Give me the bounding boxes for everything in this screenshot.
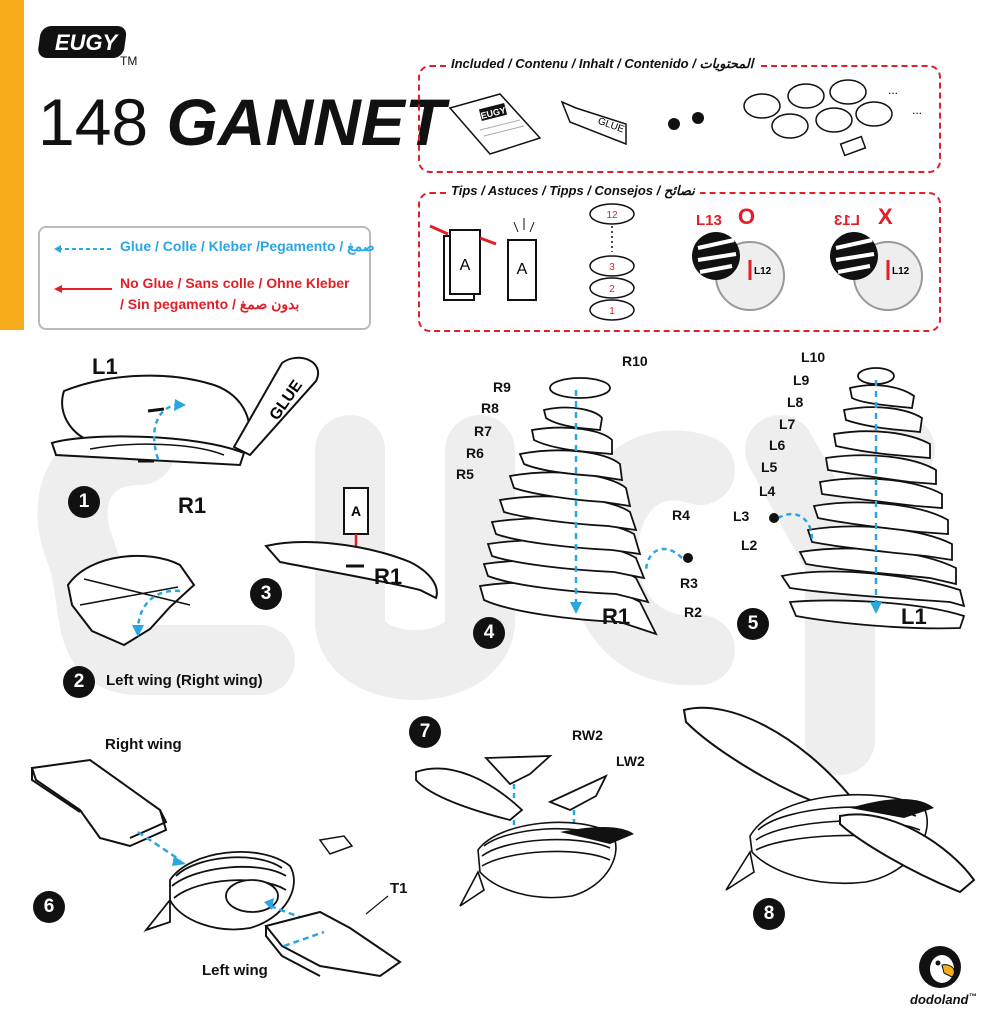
tip-l12-a: L12	[754, 266, 772, 277]
step4-label-r1: R1	[602, 604, 631, 629]
step6-badge: 6	[33, 891, 65, 923]
ellipsis-2: ...	[912, 103, 922, 117]
step4-label-r7: R7	[474, 423, 492, 439]
glue-arrow-icon	[54, 245, 112, 253]
step8-badge: 8	[753, 898, 785, 930]
step3-badge: 3	[250, 578, 282, 610]
stack-number-1: 1	[609, 306, 615, 317]
step5-label-l1: L1	[901, 604, 927, 629]
step4-label-r9: R9	[493, 379, 511, 395]
step2-caption: Left wing (Right wing)	[106, 672, 263, 689]
tip-card-letter-2: A	[517, 261, 528, 278]
step5-illustration	[769, 367, 966, 630]
step3-r1-label: R1	[374, 564, 403, 589]
eye-beads-icon	[668, 112, 704, 130]
correct-mark: O	[738, 204, 756, 229]
brand-name: dodoland™	[910, 992, 977, 1007]
no-glue-line-1: No Glue / Sans colle / Ohne Kleber	[120, 275, 350, 291]
no-glue-arrow-icon	[54, 285, 112, 293]
step4-label-r10: R10	[622, 353, 648, 369]
model-name: GANNET	[166, 85, 446, 159]
step1-illustration: GLUE	[50, 356, 319, 467]
included-label: Included / Contenu / Inhalt / Contenido …	[446, 56, 759, 72]
tips-illustrations: A A 12 3 2 1 L12 L12	[429, 203, 923, 321]
step5-label-l3: L3	[733, 508, 750, 524]
accent-bar	[0, 0, 24, 330]
model-number: 148	[38, 85, 149, 159]
parts-discs-icon	[743, 79, 893, 157]
step7-rw2-label: RW2	[572, 727, 603, 743]
correct-l13-label: L13	[696, 212, 722, 229]
stack-number-12: 12	[606, 210, 618, 221]
step5-label-l2: L2	[741, 537, 758, 553]
trademark-mark: TM	[120, 54, 138, 68]
tip-l12-b: L12	[892, 266, 910, 277]
step1-badge: 1	[68, 486, 100, 518]
press-card-tip: A	[429, 224, 497, 301]
step6-left-wing-label: Left wing	[202, 962, 268, 979]
glue-legend: Glue / Colle / Kleber /Pegamento / صمغ N…	[38, 226, 375, 330]
step4-label-r2: R2	[684, 604, 702, 620]
brand-text: dodoland	[910, 992, 969, 1007]
page-title: 148 GANNET	[38, 82, 445, 162]
step5-badge: 5	[737, 608, 769, 640]
step6-t1-label: T1	[390, 880, 408, 897]
step4-label-r8: R8	[481, 400, 499, 416]
stack-number-2: 2	[609, 284, 615, 295]
step4-label-r5: R5	[456, 466, 474, 482]
step5-label-l10: L10	[801, 349, 826, 365]
step5-label-l7: L7	[779, 416, 796, 432]
step1-l1-label: L1	[92, 354, 118, 379]
included-items: EUGY GLUE ... ...	[448, 79, 922, 157]
stack-order-tip: 12 3 2 1	[589, 203, 635, 321]
glue-bottle-icon: GLUE	[232, 356, 319, 457]
logo-text: EUGY	[55, 30, 120, 55]
step5-label-l8: L8	[787, 394, 804, 410]
step4-label-r4: R4	[672, 507, 690, 523]
step7-badge: 7	[409, 716, 441, 748]
wrong-orientation-tip: L12	[830, 232, 923, 311]
step4-badge: 4	[473, 617, 505, 649]
step4-illustration	[478, 377, 693, 636]
step6-right-wing-label: Right wing	[105, 736, 182, 753]
no-glue-legend-text: No Glue / Sans colle / Ohne Kleber / Sin…	[120, 273, 350, 315]
no-glue-line-2: / Sin pegamento / بدون صمغ	[120, 296, 300, 312]
step5-label-l5: L5	[761, 459, 778, 475]
step8-illustration	[682, 706, 976, 894]
step4-label-r3: R3	[680, 575, 698, 591]
step5-label-l6: L6	[769, 437, 786, 453]
glue-legend-text: Glue / Colle / Kleber /Pegamento / صمغ	[120, 238, 375, 254]
step7-illustration	[415, 755, 634, 907]
brand-tm: ™	[968, 992, 977, 1001]
card-tip-2: A	[507, 218, 537, 301]
step3-illustration: A	[264, 487, 438, 600]
step5-label-l4: L4	[759, 483, 776, 499]
wrong-l13-label: L13	[834, 212, 860, 229]
step4-label-r6: R6	[466, 445, 484, 461]
booklet-icon: EUGY	[448, 93, 542, 155]
wrong-mark: X	[878, 204, 893, 229]
step1-r1-label: R1	[178, 493, 207, 518]
step5-label-l9: L9	[793, 372, 810, 388]
tips-label: Tips / Astuces / Tipps / Consejos / نصائ…	[446, 183, 700, 199]
dodo-bird-icon	[919, 946, 961, 988]
step6-illustration	[30, 758, 402, 978]
stack-number-3: 3	[609, 262, 615, 273]
tip-card-letter-1: A	[460, 257, 471, 274]
step2-illustration	[66, 554, 196, 647]
ellipsis-1: ...	[888, 83, 898, 97]
eugy-logo: EUGY	[38, 26, 127, 58]
step2-badge: 2	[63, 666, 95, 698]
correct-orientation-tip: L12	[692, 232, 785, 311]
step3-card-letter: A	[351, 503, 361, 519]
step7-lw2-label: LW2	[616, 753, 645, 769]
glue-tube-icon: GLUE	[560, 100, 627, 146]
